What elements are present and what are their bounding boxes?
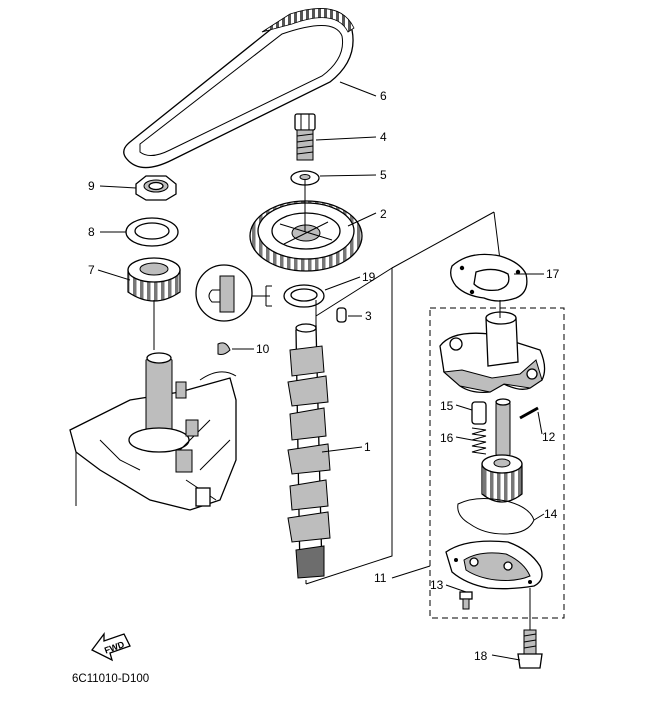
plate-washer [125, 217, 179, 247]
callout-9: 9 [88, 179, 95, 193]
callout-17: 17 [546, 267, 560, 281]
callout-2: 2 [380, 207, 387, 221]
forward-arrow-icon: FWD [91, 632, 131, 662]
o-ring [457, 498, 535, 535]
callout-15: 15 [440, 399, 454, 413]
callout-8: 8 [88, 225, 95, 239]
callout-10: 10 [256, 342, 270, 356]
pump-rotor [481, 454, 523, 503]
engine-block [69, 352, 237, 511]
pump-shaft [495, 398, 511, 457]
camshaft-pulley [249, 180, 363, 272]
shaft-pin [519, 406, 539, 420]
nut [135, 175, 177, 201]
callout-13: 13 [430, 578, 444, 592]
callout-3: 3 [365, 309, 372, 323]
woodruff-key [217, 342, 231, 355]
diagram-code: 6C11010-D100 [72, 673, 149, 685]
callout-18: 18 [474, 649, 488, 663]
pump-gasket [450, 253, 528, 302]
washer [290, 170, 320, 186]
sprocket-gear [127, 257, 181, 350]
callout-1: 1 [364, 440, 371, 454]
pump-cover [445, 540, 543, 590]
callout-16: 16 [440, 431, 454, 445]
oil-seal [283, 284, 325, 308]
relief-spring [471, 427, 487, 455]
callout-14: 14 [544, 507, 558, 521]
callout-12: 12 [542, 430, 556, 444]
assembly-bracket-lines [305, 211, 501, 585]
dowel-pin [336, 307, 347, 323]
callout-numbers: 6 4 5 2 19 3 1 9 8 7 10 17 15 16 12 14 1… [88, 89, 560, 663]
timing-belt [123, 8, 355, 169]
callout-leaders [97, 81, 545, 661]
callout-19: 19 [362, 270, 376, 284]
callout-7: 7 [88, 263, 95, 277]
camshaft [287, 300, 331, 584]
oil-seal-detail-inset [195, 264, 272, 322]
cover-screw [459, 591, 473, 610]
oil-pump-housing [439, 300, 546, 394]
callout-6: 6 [380, 89, 387, 103]
oil-pump-assembly-box [429, 307, 565, 619]
relief-plunger [471, 401, 487, 425]
callout-5: 5 [380, 168, 387, 182]
cover-bolt [517, 588, 543, 669]
callout-11: 11 [374, 571, 387, 585]
bolt [294, 113, 316, 161]
callout-4: 4 [380, 130, 387, 144]
